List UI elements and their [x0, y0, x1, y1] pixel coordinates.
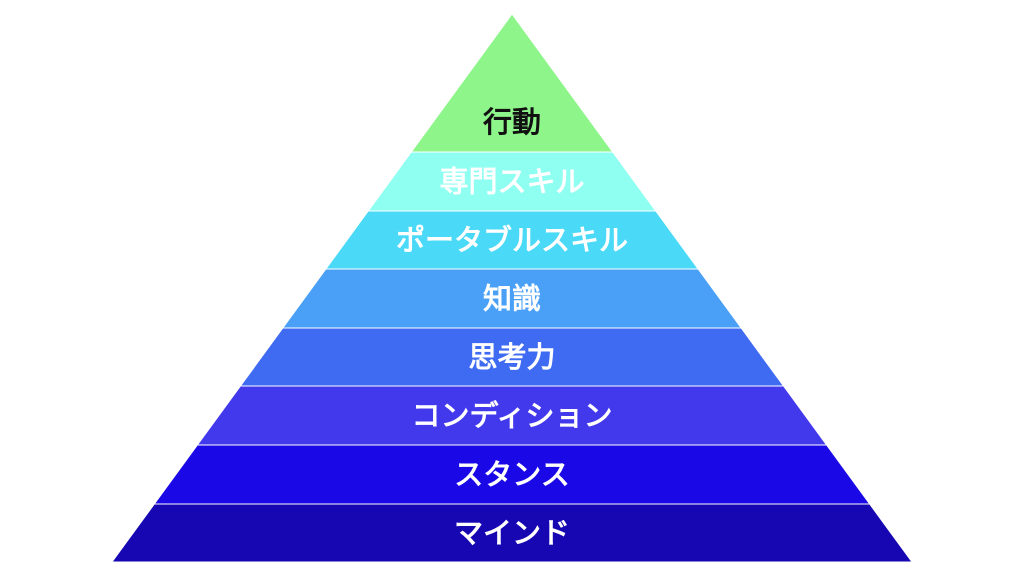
- pyramid-tier-label-3: ポータブルスキル: [396, 223, 628, 257]
- pyramid-tier-label-2: 専門スキル: [439, 165, 584, 199]
- pyramid-tier-label-6: コンディション: [412, 399, 613, 433]
- pyramid-tier-8: [111, 503, 913, 563]
- pyramid-tier-label-4: 知識: [483, 282, 541, 316]
- pyramid-tier-label-8: マインド: [454, 516, 570, 550]
- pyramid-tier-label-7: スタンス: [454, 458, 569, 492]
- tier-shapes: [111, 13, 913, 563]
- pyramid-tier-label-1: 行動: [482, 105, 541, 139]
- pyramid-tier-label-5: 思考力: [468, 340, 555, 374]
